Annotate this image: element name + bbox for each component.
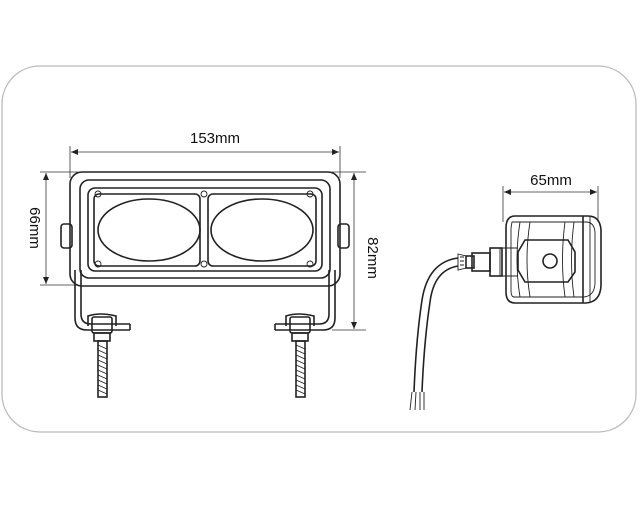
right-lens-cell bbox=[207, 193, 317, 267]
front-screws bbox=[94, 190, 314, 268]
side-housing bbox=[505, 215, 602, 304]
width-label: 153mm bbox=[190, 130, 240, 147]
cable-wire-ends bbox=[409, 391, 425, 411]
right-mounting-bolt bbox=[285, 313, 315, 398]
left-mounting-bolt bbox=[87, 313, 117, 398]
depth-label: 65mm bbox=[530, 172, 572, 189]
right-lens bbox=[210, 198, 314, 262]
side-view: 65mm bbox=[409, 172, 602, 411]
front-height-label: 66mm bbox=[26, 207, 43, 249]
housing-outer bbox=[69, 171, 341, 287]
drawing-frame bbox=[1, 65, 637, 433]
left-lens-cell bbox=[93, 193, 201, 267]
depth-dimension: 65mm bbox=[502, 172, 599, 222]
front-height-dimension: 66mm bbox=[26, 171, 78, 286]
cooling-fins bbox=[516, 221, 575, 298]
housing-inner bbox=[79, 179, 331, 279]
side-bracket bbox=[517, 239, 576, 283]
overall-height-label: 82mm bbox=[364, 237, 381, 279]
width-dimension: 153mm bbox=[69, 130, 341, 178]
bracket-hole bbox=[542, 253, 558, 269]
left-side-knob bbox=[60, 223, 73, 249]
right-side-knob bbox=[337, 223, 350, 249]
left-lens bbox=[97, 198, 201, 262]
lens-frame bbox=[87, 187, 323, 272]
cable-gland bbox=[457, 247, 503, 277]
mounting-bracket bbox=[74, 270, 336, 331]
overall-height-dimension: 82mm bbox=[332, 171, 381, 331]
power-cable bbox=[413, 257, 459, 393]
front-view: 153mm 66mm 82mm bbox=[26, 130, 381, 398]
